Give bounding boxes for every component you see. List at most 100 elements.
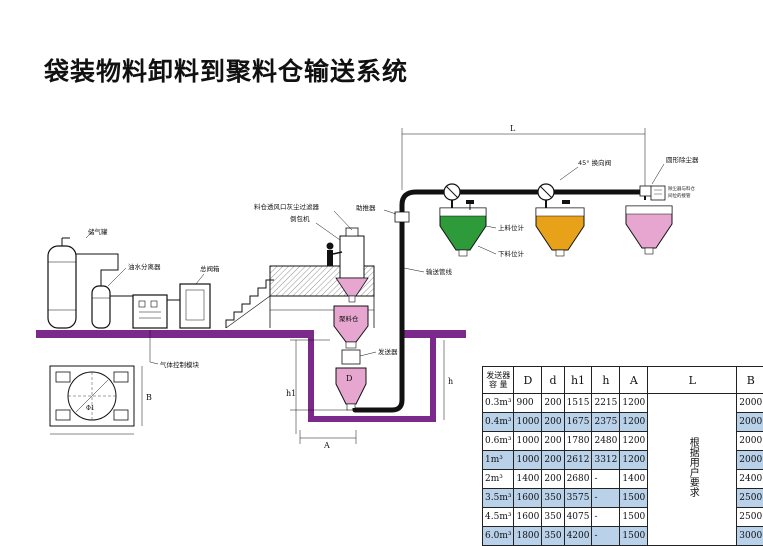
dimension-L-text: L (510, 124, 516, 133)
plan-B-text: B (146, 393, 152, 402)
booster-label: 助推器 (356, 203, 376, 212)
cell-B: 3000 (737, 527, 763, 546)
collection-bin-label: 聚料仓 (339, 314, 359, 323)
dimension-h1-text: h1 (286, 389, 296, 398)
gas-tank (48, 238, 76, 328)
cell-B: 2500 (737, 508, 763, 527)
upper-level-label: 上料位计 (498, 223, 525, 232)
cell-h: 2215 (592, 394, 620, 413)
plan-view (50, 366, 142, 434)
conveying-pipeline-label: 输送管线 (426, 267, 453, 276)
cell-B: 2000 (737, 432, 763, 451)
cell-B: 2500 (737, 489, 763, 508)
booster (395, 212, 409, 222)
cell-h1: 1515 (564, 394, 592, 413)
cell-d: 350 (542, 489, 564, 508)
header-A: A (620, 367, 648, 394)
small-note-1: 除尘器与料仓 (668, 185, 695, 192)
plan-phi-text: Φ1 (86, 405, 95, 412)
green-hopper (440, 200, 486, 256)
header-L: L (648, 367, 737, 394)
cell-h1: 2612 (564, 451, 592, 470)
cell-d: 350 (542, 527, 564, 546)
header-d: d (542, 367, 564, 394)
cell-cap: 6.0m³ (483, 527, 514, 546)
cell-h1: 3575 (564, 489, 592, 508)
cell-cap: 1m³ (483, 451, 514, 470)
cell-h1: 4200 (564, 527, 592, 546)
collection-bin (334, 306, 368, 348)
dimension-A-text: A (323, 441, 330, 450)
cell-A: 1200 (620, 432, 648, 451)
cell-d: 200 (542, 394, 564, 413)
cell-cap: 4.5m³ (483, 508, 514, 527)
cell-h: - (592, 489, 620, 508)
main-valve-box-label: 总阀箱 (200, 264, 220, 273)
cell-A: 1500 (620, 489, 648, 508)
cell-D: 1600 (514, 489, 542, 508)
cell-B: 2000 (737, 394, 763, 413)
transmitter-D-mark: D (346, 374, 352, 383)
oil-water-separator (92, 254, 118, 328)
cell-cap: 0.6m³ (483, 432, 514, 451)
cell-h: 2375 (592, 413, 620, 432)
lower-level-label: 下料位计 (498, 249, 525, 258)
cell-D: 900 (514, 394, 542, 413)
cell-d: 350 (542, 508, 564, 527)
cell-cap: 3.5m³ (483, 489, 514, 508)
cell-h: - (592, 508, 620, 527)
cell-A: 1200 (620, 413, 648, 432)
oil-water-separator-label: 油水分离器 (128, 262, 161, 271)
gas-tank-label: 储气罐 (88, 227, 108, 236)
cyclone-collector-label: 圆形除尘器 (666, 155, 699, 164)
cell-d: 200 (542, 413, 564, 432)
cell-d: 200 (542, 470, 564, 489)
cell-D: 1000 (514, 413, 542, 432)
cell-D: 1000 (514, 451, 542, 470)
cell-h: 2480 (592, 432, 620, 451)
yellow-hopper (536, 200, 584, 256)
cell-D: 1400 (514, 470, 542, 489)
cell-h1: 2680 (564, 470, 592, 489)
cell-h: - (592, 527, 620, 546)
cell-A: 1200 (620, 394, 648, 413)
cell-d: 200 (542, 432, 564, 451)
cell-D: 1800 (514, 527, 542, 546)
diverter-valve-1 (444, 184, 460, 200)
cell-D: 1000 (514, 432, 542, 451)
bin-dust-filter-label: 料仓透风口灰尘过滤器 (254, 202, 320, 211)
header-h1: h1 (564, 367, 592, 394)
cell-B: 2400 (737, 470, 763, 489)
dimension-h-text: h (448, 377, 453, 386)
cyclone-dust-collector (626, 186, 672, 254)
cell-A: 1200 (620, 451, 648, 470)
cell-h1: 1675 (564, 413, 592, 432)
small-note-2: 间位的接管 (668, 192, 691, 199)
cell-h: 3312 (592, 451, 620, 470)
diverter-valve-2 (538, 184, 554, 200)
header-B: B (737, 367, 763, 394)
main-valve-box (167, 284, 210, 328)
bag-dumper-label: 倒包机 (290, 214, 310, 223)
cell-cap: 0.3m³ (483, 394, 514, 413)
cell-B: 2000 (737, 413, 763, 432)
header-D: D (514, 367, 542, 394)
transmitter-label: 发送器 (378, 347, 398, 356)
gas-control-label: 气体控制模块 (160, 360, 200, 369)
cell-D: 1600 (514, 508, 542, 527)
cell-cap: 2m³ (483, 470, 514, 489)
gas-control-cabinet (110, 295, 167, 328)
cell-h: - (592, 470, 620, 489)
cell-B: 2000 (737, 451, 763, 470)
cell-L-merged-text: 根据用户要求 (685, 437, 699, 497)
cell-A: 1400 (620, 470, 648, 489)
diverter-valve-label: 45° 换向阀 (578, 158, 611, 167)
header-h: h (592, 367, 620, 394)
table-row: 0.3m³900200151522151200根据用户要求2000600 (483, 394, 763, 413)
cell-h1: 4075 (564, 508, 592, 527)
cell-d: 200 (542, 451, 564, 470)
cell-h1: 1780 (564, 432, 592, 451)
cell-L-merged: 根据用户要求 (648, 394, 737, 546)
